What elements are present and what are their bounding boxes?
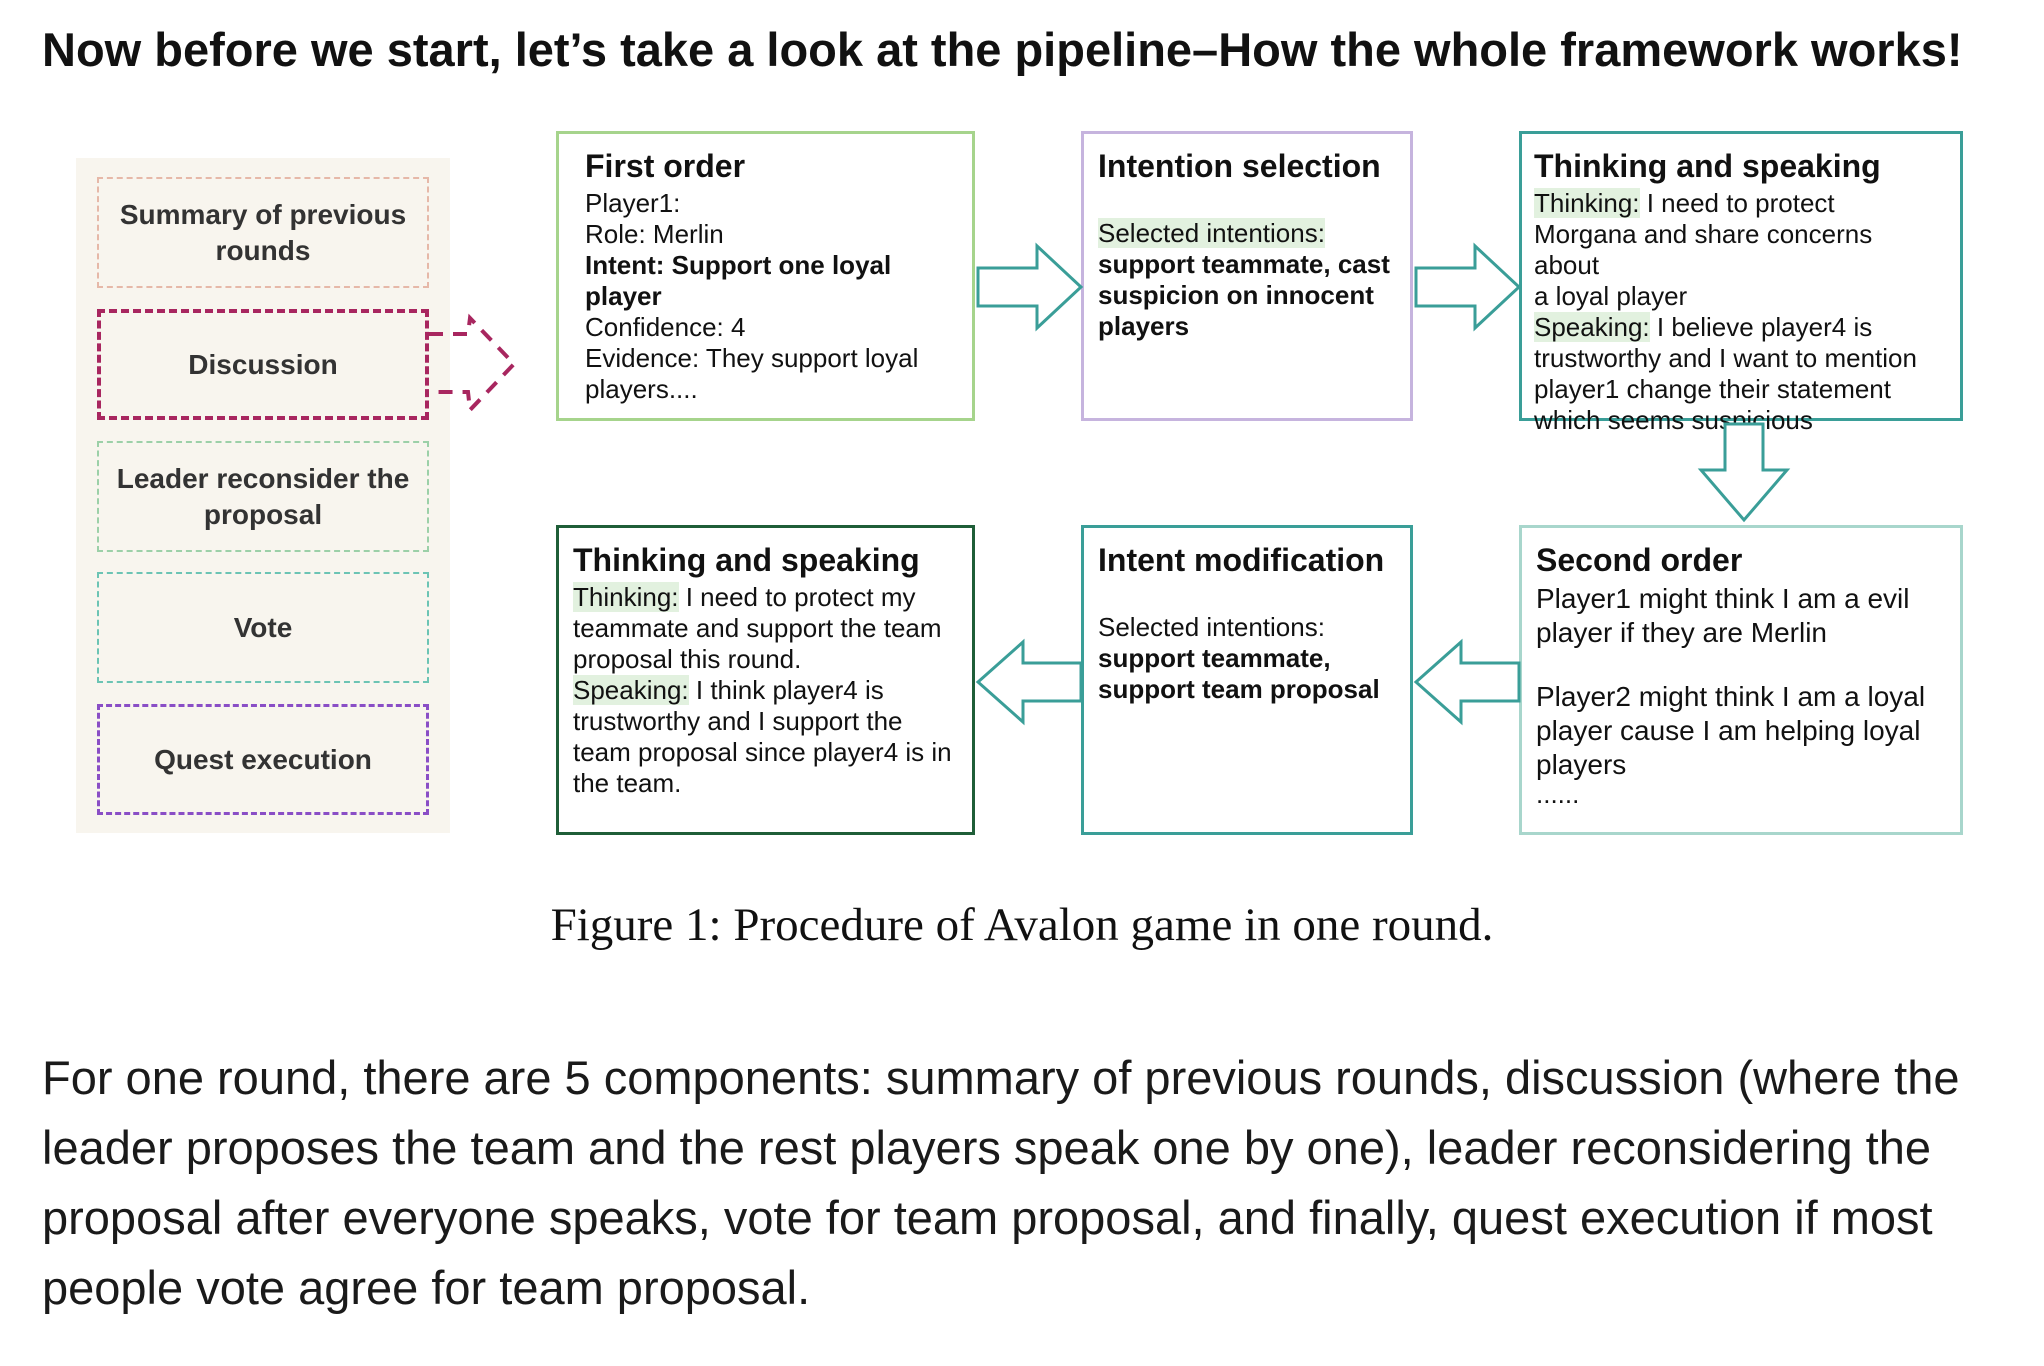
intent-modification-line2: support team proposal [1098, 674, 1380, 704]
speaking-2-line2: trustworthy and I support the [573, 706, 903, 736]
first-order-evidence-1: Evidence: They support loyal [585, 343, 919, 373]
first-order-title: First order [585, 148, 746, 184]
intent-modification-title: Intent modification [1098, 542, 1385, 578]
first-order-intent-1: Intent: Support one loyal [585, 250, 892, 280]
stage-leader-reconsider: Leader reconsider the proposal [97, 441, 429, 552]
stage-summary-of-previous-rounds: Summary of previous rounds [97, 177, 429, 288]
speaking-1-line2: trustworthy and I want to mention [1534, 343, 1917, 373]
flow-arrows [429, 242, 1791, 726]
stage-summary-line2: rounds [215, 234, 311, 266]
speaking-2-line4: the team. [573, 768, 682, 798]
thinking-2-line2: teammate and support the team [573, 613, 942, 643]
thinking-1-line2: Morgana and share concerns about [1534, 219, 1873, 280]
second-order-line2: player if they are Merlin [1536, 617, 1828, 648]
thinking-1-text: I need to protect [1639, 188, 1835, 218]
stage-discussion-label: Discussion [188, 348, 338, 380]
second-order-line5: players [1536, 749, 1627, 780]
thinking-2-label: Thinking: [573, 582, 679, 612]
thinking-2-line3: proposal this round. [573, 644, 802, 674]
intent-modification-card: Intent modification Selected intentions:… [1081, 525, 1413, 835]
figure-caption: Figure 1: Procedure of Avalon game in on… [550, 899, 1494, 951]
stage-quest-label: Quest execution [154, 743, 372, 775]
stage-quest-execution: Quest execution [97, 704, 429, 815]
stage-reconsider-line2: proposal [203, 498, 323, 530]
speaking-2-label: Speaking: [573, 675, 689, 705]
thinking-to-second-order-arrow [1697, 422, 1791, 523]
speaking-2-line3: team proposal since player4 is in [573, 737, 952, 767]
thinking-speaking-1-title: Thinking and speaking [1534, 148, 1881, 184]
intent-modification-line1: support teammate, [1098, 643, 1331, 673]
intent-modification-label: Selected intentions: [1098, 612, 1325, 642]
second-order-ellipsis: ...... [1536, 779, 1580, 809]
intention-selection-card: Intention selection Selected intentions:… [1081, 131, 1413, 421]
avalon-procedure-figure: Summary of previous rounds Discussion Le… [76, 131, 1963, 835]
intention-to-thinking-arrow [1414, 242, 1522, 332]
second-order-to-modification-arrow [1413, 638, 1521, 726]
second-order-line1: Player1 might think I am a evil [1536, 583, 1910, 614]
speaking-1-line3: player1 change their statement [1534, 374, 1891, 404]
first-order-role: Role: Merlin [585, 219, 724, 249]
speaking-2-text: I think player4 is [688, 675, 884, 705]
intention-selection-line3: players [1098, 311, 1190, 341]
thinking-2-text: I need to protect my [678, 582, 916, 612]
first-to-intention-arrow [976, 242, 1084, 332]
stage-vote: Vote [97, 572, 429, 683]
thinking-speaking-card-2: Thinking and speaking Thinking: I need t… [556, 525, 975, 835]
stage-discussion: Discussion [97, 309, 429, 420]
stage-summary-line1: Summary of previous [119, 198, 407, 230]
modification-to-thinking-arrow [975, 638, 1083, 726]
first-order-confidence: Confidence: 4 [585, 312, 746, 342]
intention-selection-title: Intention selection [1098, 148, 1381, 184]
second-order-card: Second order Player1 might think I am a … [1519, 525, 1963, 835]
first-order-player: Player1: [585, 188, 681, 218]
second-order-line3: Player2 might think I am a loyal [1536, 681, 1926, 712]
intention-selection-line1: support teammate, cast [1098, 249, 1390, 279]
speaking-1-label: Speaking: [1534, 312, 1650, 342]
first-order-evidence-2: players.... [585, 374, 698, 404]
second-order-title: Second order [1536, 542, 1743, 578]
first-order-intent-2: player [585, 281, 662, 311]
intention-selection-line2: suspicion on innocent [1098, 280, 1374, 310]
thinking-speaking-card-1: Thinking and speaking Thinking: I need t… [1519, 131, 1963, 435]
second-order-line4: player cause I am helping loyal [1536, 715, 1921, 746]
thinking-speaking-2-title: Thinking and speaking [573, 542, 920, 578]
first-order-card: First order Player1: Role: Merlin Intent… [556, 131, 975, 421]
speaking-1-text: I believe player4 is [1649, 312, 1873, 342]
stage-vote-label: Vote [233, 611, 293, 643]
speaking-1-line4: which seems suspicious [1534, 405, 1813, 435]
stage-reconsider-line1: Leader reconsider the [116, 462, 410, 494]
intention-selection-label: Selected intentions: [1098, 218, 1325, 248]
thinking-1-line3: a loyal player [1534, 281, 1688, 311]
body-paragraph: For one round, there are 5 components: s… [42, 1051, 1960, 1314]
discussion-to-first-order-arrow [429, 313, 517, 415]
page-heading: Now before we start, let’s take a look a… [42, 23, 1963, 76]
thinking-1-label: Thinking: [1534, 188, 1640, 218]
